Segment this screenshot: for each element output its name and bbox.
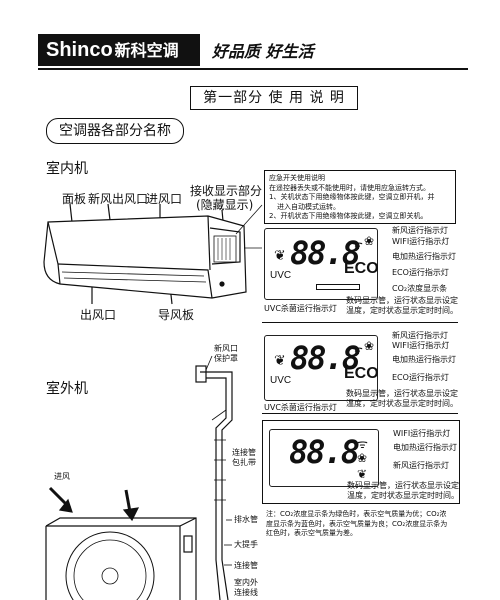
- note-line: 应急开关使用说明: [269, 174, 325, 182]
- label-wifi-light: WIFI运行指示灯: [392, 341, 450, 350]
- label-wifi-light: WIFI运行指示灯: [393, 429, 451, 438]
- header-divider: [38, 68, 468, 70]
- fan-icon: ❀: [357, 451, 368, 465]
- label-digits: 温度，定时状态显示定时时间。: [346, 306, 458, 315]
- brand-name-cn: 新科空调: [114, 41, 179, 60]
- label-air-inlet: 进风口: [146, 192, 183, 206]
- label-fresh-air-outlet: 新风出风口: [88, 192, 149, 206]
- label-louver: 导风板: [158, 308, 195, 322]
- label-wifi-light: WIFI运行指示灯: [392, 237, 450, 246]
- indoor-heading: 室内机: [46, 161, 88, 177]
- fan-icon: ❀: [364, 339, 375, 353]
- lcd-frame: [264, 335, 378, 401]
- label-eco-light: ECO运行指示灯: [392, 373, 449, 382]
- leaf-icon: ❦: [274, 353, 286, 369]
- label-handle: 大提手: [234, 540, 258, 549]
- label-panel: 面板: [62, 192, 87, 206]
- wifi-icon: ᯤ: [352, 343, 363, 357]
- uvc-indicator: UVC: [270, 270, 292, 281]
- label-digits: 数码显示管，运行状态显示设定: [346, 389, 458, 398]
- wifi-icon: ᯤ: [352, 238, 363, 252]
- digit-display: 88.8: [290, 339, 361, 377]
- lcd-frame: [264, 228, 378, 300]
- label-heater-light: 电加热运行指示灯: [392, 252, 456, 261]
- label-wrap-tape: 包扎带: [232, 458, 256, 467]
- label-heater-light: 电加热运行指示灯: [392, 355, 456, 364]
- label-receiver-hidden: (隐藏显示): [196, 198, 254, 212]
- fan-icon: ❀: [364, 234, 375, 248]
- label-uvc-light: UVC杀菌运行指示灯: [264, 403, 337, 412]
- label-digits: 数码显示管，运行状态显示设定: [346, 296, 458, 305]
- digit-display: 88.8: [289, 433, 360, 471]
- note-line: 2、开机状态下用绝缘物体按此键，空调立即关机。: [269, 212, 428, 220]
- uvc-indicator: UVC: [270, 375, 292, 386]
- label-fresh-air-inlet: 新风口: [214, 344, 238, 353]
- co2-note: 注：CO₂浓度显示条为绿色时，表示空气质量为优；CO₂浓 度显示条为蓝色时，表示…: [266, 510, 466, 539]
- note-line: 注：CO₂浓度显示条为绿色时，表示空气质量为优；CO₂浓: [266, 510, 447, 518]
- eco-indicator: ECO: [344, 260, 379, 277]
- label-digits: 温度，定时状态显示定时时间。: [347, 491, 459, 500]
- parts-title: 空调器各部分名称: [46, 118, 184, 144]
- note-line: 进入自动模式运转。: [277, 202, 340, 211]
- note-line: 在遥控器丢失或不能使用时，请使用应急运转方式。: [269, 183, 430, 192]
- digit-display: 88.8: [290, 234, 361, 272]
- indoor-unit-drawing: [43, 203, 263, 305]
- leaf-icon: ❦: [357, 467, 368, 481]
- note-line: 红色时，表示空气质量为差。: [266, 529, 357, 537]
- label-air-outlet: 出风口: [80, 308, 117, 322]
- label-cable-1: 室内外: [234, 578, 258, 587]
- label-connecting-pipe: 连接管: [232, 448, 256, 457]
- label-air-in: 进风: [54, 472, 70, 481]
- emergency-switch-note: 应急开关使用说明 在遥控器丢失或不能使用时，请使用应急运转方式。 1、关机状态下…: [264, 170, 456, 224]
- outdoor-unit-drawing: [45, 355, 233, 600]
- label-eco-light: ECO运行指示灯: [392, 268, 449, 277]
- label-receiver: 接收显示部分: [190, 184, 263, 198]
- label-heater-light: 电加热运行指示灯: [393, 443, 457, 452]
- lcd-frame: [269, 429, 379, 487]
- eco-indicator: ECO: [344, 365, 379, 382]
- section-title: 第一部分 使 用 说 明: [190, 86, 358, 110]
- note-line: 1、关机状态下用绝缘物体按此键，空调立即开机，并: [269, 193, 435, 201]
- label-drain-pipe: 排水管: [234, 515, 258, 524]
- leaf-icon: ❦: [274, 248, 286, 264]
- label-uvc-light: UVC杀菌运行指示灯: [264, 304, 337, 313]
- outdoor-heading: 室外机: [46, 381, 88, 397]
- brand-slogan: 好品质 好生活: [212, 42, 314, 61]
- display-panel-2: ❦ 88.8 ᯤ ❀ UVC ECO 新风运行指示灯 WIFI运行指示灯 电加热…: [262, 322, 458, 414]
- brand-name-en: Shinco: [46, 39, 113, 61]
- display-panel-1: ❦ 88.8 ᯤ ❀ UVC ECO 新风运行指示灯 WIFI运行指示灯 电加热…: [262, 226, 458, 316]
- label-connecting-pipe-2: 连接管: [234, 561, 258, 570]
- note-line: 度显示条为蓝色时，表示空气质量为良；CO₂浓度显示条为: [266, 519, 448, 528]
- co2-bar: [316, 284, 360, 290]
- label-digits: 温度，定时状态显示定时时间。: [346, 399, 458, 408]
- label-fresh-air-light: 新风运行指示灯: [392, 226, 448, 235]
- display-panel-3: 88.8 ᯤ ❀ ❦ WIFI运行指示灯 电加热运行指示灯 新风运行指示灯 数码…: [262, 420, 460, 504]
- label-cable-2: 连接线: [234, 588, 258, 597]
- label-co2-bar: CO₂浓度显示条: [392, 284, 448, 293]
- label-digits: 数码显示管，运行状态显示设定: [347, 481, 459, 490]
- wifi-icon: ᯤ: [357, 437, 368, 451]
- label-protective-cover: 保护罩: [214, 354, 238, 363]
- label-fresh-air-light: 新风运行指示灯: [393, 461, 449, 470]
- label-fresh-air-light: 新风运行指示灯: [392, 331, 448, 340]
